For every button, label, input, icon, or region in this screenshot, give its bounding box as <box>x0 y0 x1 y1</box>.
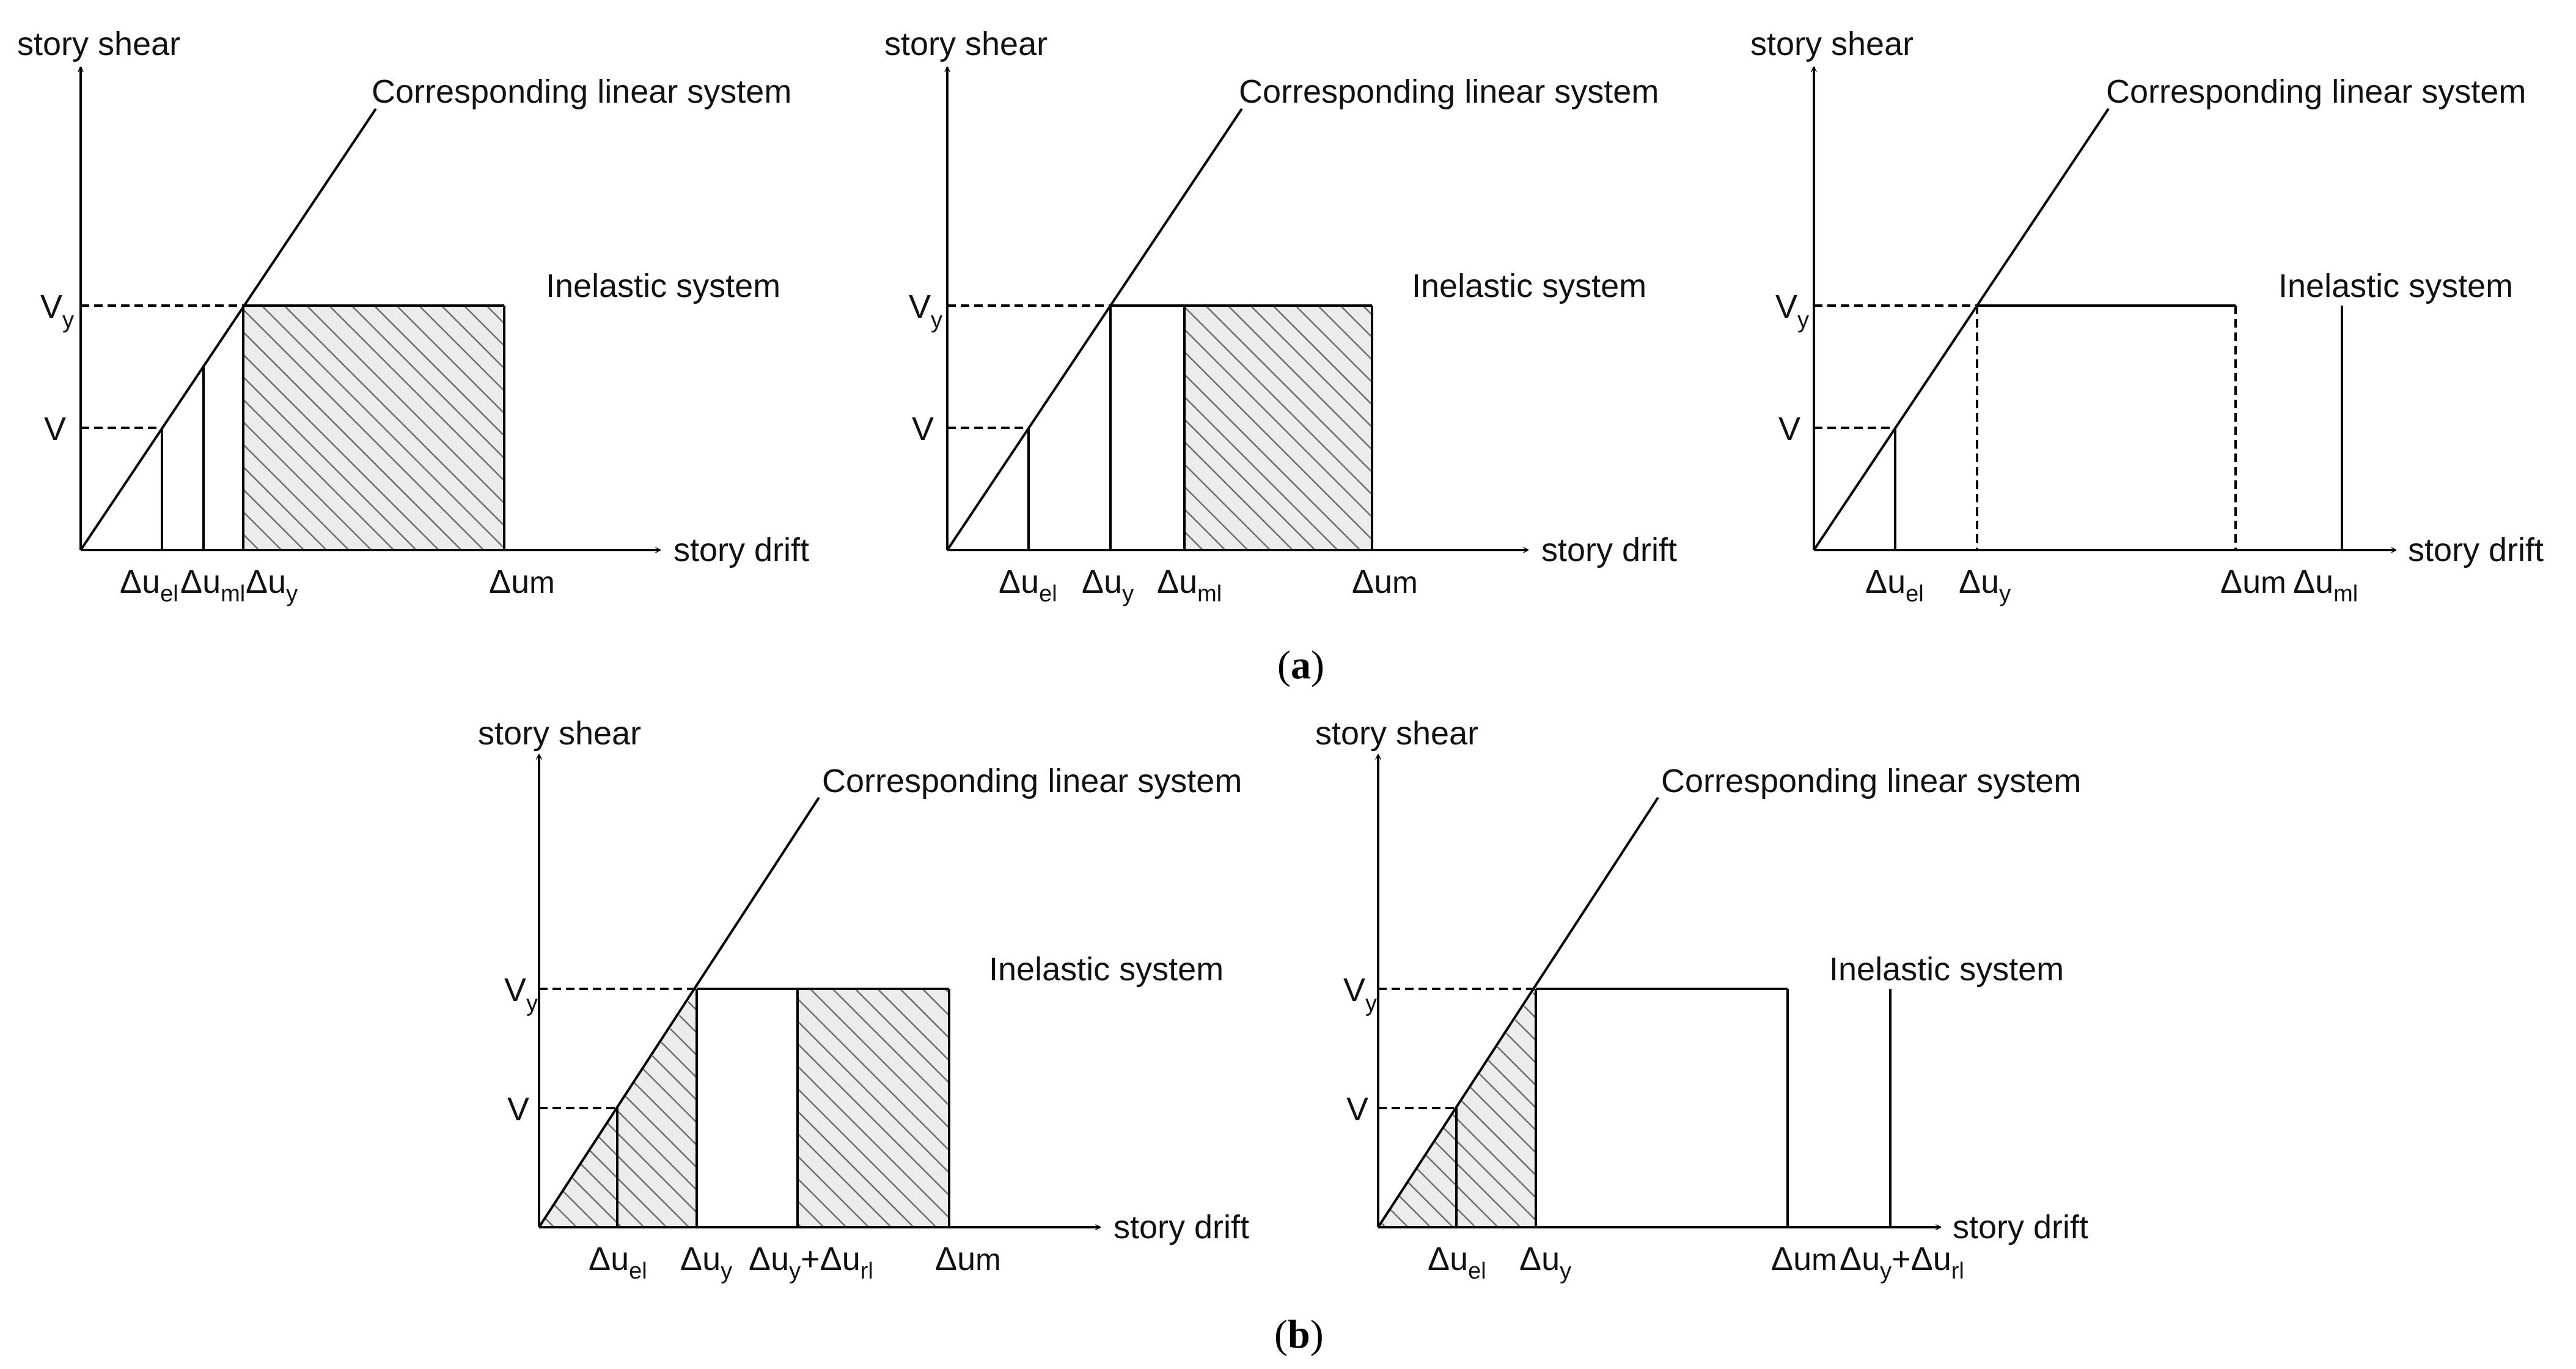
hatched-region <box>798 989 949 1227</box>
y-axis-label: story shear <box>884 26 1048 62</box>
tick-du-el: Δuel <box>589 1241 647 1284</box>
panel-b2: story shear story drift Corresponding li… <box>1315 715 2088 1284</box>
v-label: V <box>912 411 934 447</box>
x-axis-label: story drift <box>1953 1209 2088 1246</box>
inelastic-system-label: Inelastic system <box>989 951 1224 988</box>
linear-system-label: Corresponding linear system <box>822 763 1242 799</box>
tick-du-y: Δuy <box>1082 563 1134 607</box>
tick-du-el: Δuel <box>999 563 1057 607</box>
linear-system-label: Corresponding linear system <box>1239 73 1659 110</box>
tick-du-y: Δuy <box>246 563 298 607</box>
v-label: V <box>1778 411 1800 447</box>
y-axis-label: story shear <box>1315 715 1478 752</box>
tick-du-m: Δum <box>489 563 555 600</box>
x-axis-label: story drift <box>673 532 809 568</box>
linear-system-label: Corresponding linear system <box>372 73 791 110</box>
y-axis-label: story shear <box>478 715 641 752</box>
linear-system-line <box>538 796 820 1228</box>
tick-du-y: Δuy <box>1959 563 2011 607</box>
y-axis-label: story shear <box>17 26 180 62</box>
vy-label: Vy <box>1775 288 1809 333</box>
tick-du-ml: Δuml <box>2293 563 2358 607</box>
tick-du-m: Δum <box>935 1241 1001 1277</box>
linear-system-line <box>946 108 1243 551</box>
vy-label: Vy <box>1343 972 1377 1016</box>
linear-system-line <box>79 108 377 551</box>
y-axis-label: story shear <box>1750 26 1914 62</box>
hatched-region <box>1184 306 1372 550</box>
v-label: V <box>1346 1091 1368 1128</box>
tick-du-y-plus-rl: Δuy+Δurl <box>749 1241 873 1284</box>
tick-du-y: Δuy <box>680 1241 732 1284</box>
linear-system-line <box>1813 108 2110 551</box>
tick-du-y-plus-rl: Δuy+Δurl <box>1840 1241 1964 1284</box>
linear-system-label: Corresponding linear system <box>2106 73 2526 110</box>
x-axis-label: story drift <box>1114 1209 1249 1246</box>
tick-du-el: Δuel <box>120 563 178 607</box>
vy-label: Vy <box>909 288 942 333</box>
panel-a1: story shear story drift Corresponding li… <box>17 26 809 607</box>
tick-du-m: Δum <box>1771 1241 1837 1277</box>
tick-du-el: Δuel <box>1428 1241 1486 1284</box>
x-axis-label: story drift <box>2408 532 2544 568</box>
hatched-region <box>243 306 504 550</box>
inelastic-system-label: Inelastic system <box>1829 951 2064 988</box>
tick-du-m: Δum <box>1352 563 1418 600</box>
v-label: V <box>507 1091 529 1128</box>
inelastic-system-label: Inelastic system <box>2278 268 2513 304</box>
linear-system-line <box>1377 796 1659 1228</box>
tick-du-ml: Δuml <box>180 563 245 607</box>
tick-du-el: Δuel <box>1865 563 1924 607</box>
inelastic-system-label: Inelastic system <box>1412 268 1646 304</box>
tick-du-y: Δuy <box>1519 1241 1571 1284</box>
tick-du-ml: Δuml <box>1157 563 1222 607</box>
panel-b1: story shear story drift Corresponding li… <box>478 715 1249 1284</box>
linear-system-label: Corresponding linear system <box>1661 763 2081 799</box>
v-label: V <box>44 411 66 447</box>
panel-a3: story shear story drift Corresponding li… <box>1750 26 2544 607</box>
inelastic-system-label: Inelastic system <box>546 268 780 304</box>
caption-b: (b) <box>1274 1312 1324 1357</box>
tick-du-m: Δum <box>2220 563 2286 600</box>
caption-a: (a) <box>1277 643 1324 688</box>
vy-label: Vy <box>504 972 538 1016</box>
vy-label: Vy <box>40 288 74 333</box>
panel-a2: story shear story drift Corresponding li… <box>884 26 1677 607</box>
x-axis-label: story drift <box>1541 532 1677 568</box>
